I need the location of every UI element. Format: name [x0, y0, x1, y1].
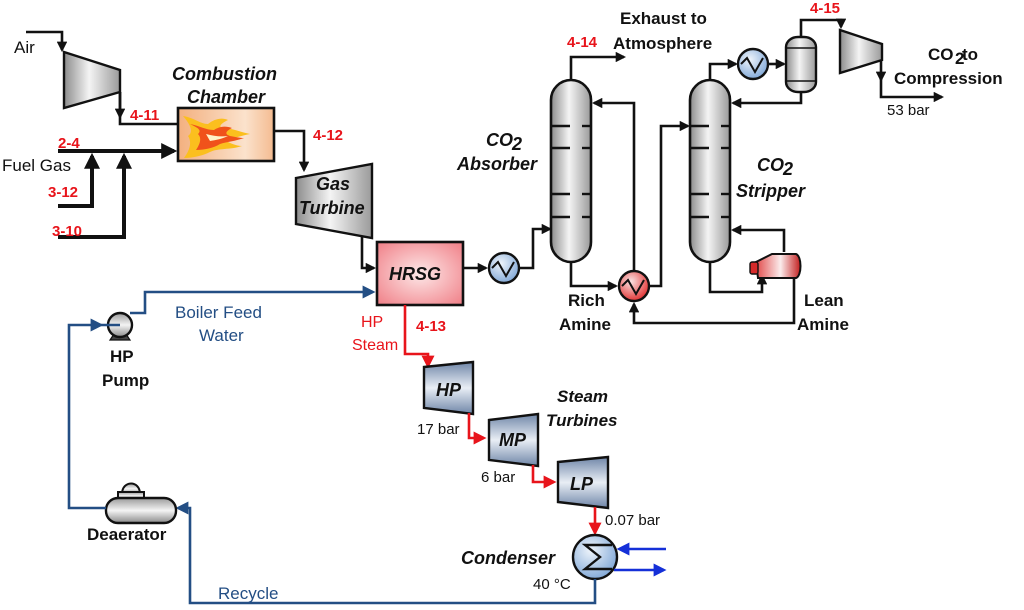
mp-steam-turbine[interactable]: [487, 412, 540, 468]
co2-stripper-label-sub: 2: [782, 159, 793, 179]
overhead-condenser[interactable]: [736, 47, 770, 81]
co2-absorber-label-co: CO: [486, 130, 513, 150]
lp-turbine-label: LP: [570, 474, 594, 494]
reflux-line: [730, 92, 803, 109]
lp-exit-pressure: 0.07 bar: [605, 512, 660, 529]
co2-compressor[interactable]: [838, 28, 884, 75]
hp-steam-turbine[interactable]: [422, 360, 475, 416]
stream-2-4: 2-4: [58, 135, 80, 152]
mp-turbine-label: MP: [499, 430, 527, 450]
mp-exit-pressure: 6 bar: [481, 469, 515, 486]
deaerator-to-pump-line: [67, 318, 106, 510]
hp-steam-label-line1: HP: [361, 314, 383, 331]
gas-turbine-label-line1: Gas: [316, 174, 350, 194]
steam-turbines-label-line2: Turbines: [546, 411, 617, 430]
gas-turbine[interactable]: [294, 162, 374, 240]
lean-amine-return-line: [628, 270, 796, 325]
condenser-coil-icon: [581, 543, 612, 571]
hp-turbine-label: HP: [436, 380, 462, 400]
lean-amine-label-line1: Lean: [804, 291, 844, 310]
boiler-feed-water-label-line2: Water: [199, 326, 244, 345]
rich-amine-line: [569, 262, 619, 292]
stripper-bottoms-line: [708, 262, 768, 294]
heat-exchanger-icon: [491, 260, 515, 279]
gas-turbine-label-line2: Turbine: [299, 198, 365, 218]
co2-absorber-column[interactable]: [549, 78, 593, 264]
stream-3-10: 3-10: [52, 223, 82, 240]
stream-4-13: 4-13: [416, 318, 446, 335]
hp-pump[interactable]: [101, 311, 134, 341]
lean-amine-label-line2: Amine: [797, 315, 849, 334]
stripper-overhead-line: [708, 58, 739, 80]
fuel-3-12-line: [58, 152, 100, 208]
flue-gas-cooler[interactable]: [487, 251, 521, 285]
co2-stripper-column[interactable]: [688, 78, 732, 264]
co2-to-compressor-line: [799, 18, 847, 37]
hp-steam-label-line2: Steam: [352, 337, 398, 354]
reboiler[interactable]: [749, 253, 802, 279]
co2-out-label-line2: Compression: [894, 69, 1003, 88]
hp-pump-label-line2: Pump: [102, 371, 149, 390]
combustion-chamber[interactable]: [176, 106, 276, 163]
stream-4-14: 4-14: [567, 34, 598, 51]
boiler-feed-water-line: [130, 285, 376, 315]
hp-steam-line: [403, 305, 435, 369]
fuel-gas-label: Fuel Gas: [2, 156, 71, 175]
lean-rich-heat-exchanger[interactable]: [617, 269, 651, 303]
condenser[interactable]: [571, 533, 619, 581]
recycle-label: Recycle: [218, 584, 278, 603]
co2-absorber-label-line2: Absorber: [456, 154, 538, 174]
boiler-feed-water-label-line1: Boiler Feed: [175, 303, 262, 322]
fuel-3-10-line: [58, 152, 132, 239]
reflux-drum[interactable]: [784, 35, 818, 94]
co2-product-line: [879, 78, 945, 103]
hrsg-label: HRSG: [389, 264, 441, 284]
mp-to-lp-steam-line: [531, 465, 557, 489]
exhaust-line: [569, 51, 627, 80]
hrsg[interactable]: HRSG: [375, 240, 465, 307]
recycle-line: [175, 501, 597, 605]
stream-4-15: 4-15: [810, 0, 840, 17]
co2-stripper-label-co: CO: [757, 155, 784, 175]
hp-exit-pressure: 17 bar: [417, 421, 460, 438]
lp-steam-turbine[interactable]: [556, 455, 610, 510]
rich-amine-label-line2: Amine: [559, 315, 611, 334]
steam-turbines-label-line1: Steam: [557, 387, 608, 406]
co2-out-label-sub: 2: [955, 49, 964, 68]
co2-stripper-label-line2: Stripper: [736, 181, 806, 201]
co2-absorber-label-sub: 2: [511, 134, 522, 154]
co2-out-label-to: to: [962, 45, 978, 64]
stream-3-12: 3-12: [48, 184, 78, 201]
heat-exchanger-icon: [740, 56, 764, 75]
stream-4-12: 4-12: [313, 127, 343, 144]
flue-gas-line: [274, 129, 310, 173]
deaerator-label: Deaerator: [87, 525, 167, 544]
lean-amine-to-absorber-line: [591, 97, 636, 270]
combustion-chamber-label-line1: Combustion: [172, 64, 277, 84]
condenser-label: Condenser: [461, 548, 556, 568]
rich-amine-to-stripper-line: [649, 120, 691, 288]
rich-amine-label-line1: Rich: [568, 291, 605, 310]
flame-icon: [183, 116, 250, 158]
exhaust-label-line1: Exhaust to: [620, 9, 707, 28]
air-compressor[interactable]: [62, 50, 122, 110]
exhaust-gas-to-hrsg-line: [360, 236, 377, 274]
co2-out-label-co: CO: [928, 45, 954, 64]
deaerator[interactable]: [104, 482, 178, 525]
air-inlet-line: [26, 30, 68, 53]
hp-pump-label-line1: HP: [110, 347, 134, 366]
co2-pressure: 53 bar: [887, 102, 930, 119]
cooler-to-absorber-line: [519, 223, 553, 270]
reboiler-vapor-line: [730, 224, 786, 252]
exhaust-label-line2: Atmosphere: [613, 34, 712, 53]
combustion-chamber-label-line2: Chamber: [187, 87, 266, 107]
condenser-temperature: 40 °C: [533, 576, 571, 593]
hp-to-mp-steam-line: [467, 413, 487, 445]
stream-4-11: 4-11: [130, 107, 159, 124]
air-label: Air: [14, 38, 35, 57]
heat-exchanger-icon: [621, 278, 645, 297]
